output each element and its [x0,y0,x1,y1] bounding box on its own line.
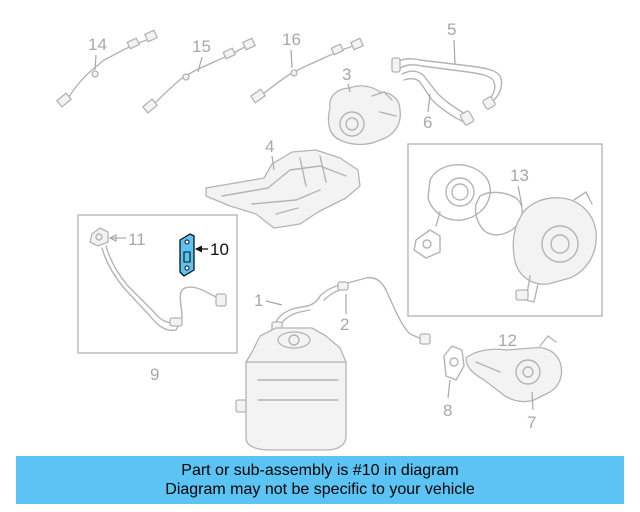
sub-assembly-box-9 [77,214,238,354]
leader-7 [531,391,534,411]
part-12-gasket[interactable] [413,164,491,259]
part-3-pump[interactable] [327,85,401,146]
part-9-tube[interactable] [101,245,227,332]
callout-7: 7 [527,413,536,432]
callout-1: 1 [254,291,263,310]
callout-13: 13 [510,166,529,185]
leader-5 [453,39,456,65]
leader-6 [427,93,431,113]
callout-3: 3 [342,65,351,84]
callout-5: 5 [447,20,456,39]
canister[interactable] [235,327,347,451]
part-2-line[interactable] [319,276,431,345]
callout-8: 8 [443,401,452,420]
callout-14: 14 [88,35,107,54]
leader-4 [271,155,275,171]
part-14-sensor-cable[interactable] [56,29,158,108]
arrow-11 [108,234,117,242]
callout-10: 10 [210,240,229,259]
part-6-hose[interactable] [401,70,475,126]
part-15-sensor-cable[interactable] [142,37,256,114]
callout-15: 15 [192,37,211,56]
part-10-bracket-highlighted[interactable] [179,233,195,277]
leader-8 [447,379,451,399]
part-8-gasket[interactable] [443,345,465,381]
leader-3 [347,83,351,93]
part-13-water-pump[interactable] [474,191,597,303]
leader-1 [265,300,283,306]
callout-2: 2 [340,315,349,334]
part-16-sensor-cable[interactable] [250,37,364,104]
callout-9: 9 [150,365,159,384]
callout-6: 6 [423,113,432,132]
callout-16: 16 [282,30,301,49]
callout-4: 4 [265,137,274,156]
banner-line-disclaimer: Diagram may not be specific to your vehi… [165,481,475,498]
arrow-10 [195,245,202,253]
part-11-bracket[interactable] [89,227,109,247]
info-banner: Part or sub-assembly is #10 in diagram D… [16,456,624,504]
leader-15 [197,56,203,73]
part-4-heat-shield[interactable] [205,149,361,229]
callout-12: 12 [498,331,517,350]
banner-line-part-number: Part or sub-assembly is #10 in diagram [181,462,459,479]
leader-13 [517,185,523,207]
part-5-hose[interactable] [391,57,503,110]
parts-diagram: 14 15 16 3 5 6 [56,20,603,451]
part-7-housing[interactable] [465,335,563,403]
leader-16 [290,49,293,69]
sub-assembly-box-12 [407,143,603,317]
callout-11: 11 [128,230,146,249]
leader-14 [94,54,97,71]
part-1-hose[interactable] [271,295,321,333]
